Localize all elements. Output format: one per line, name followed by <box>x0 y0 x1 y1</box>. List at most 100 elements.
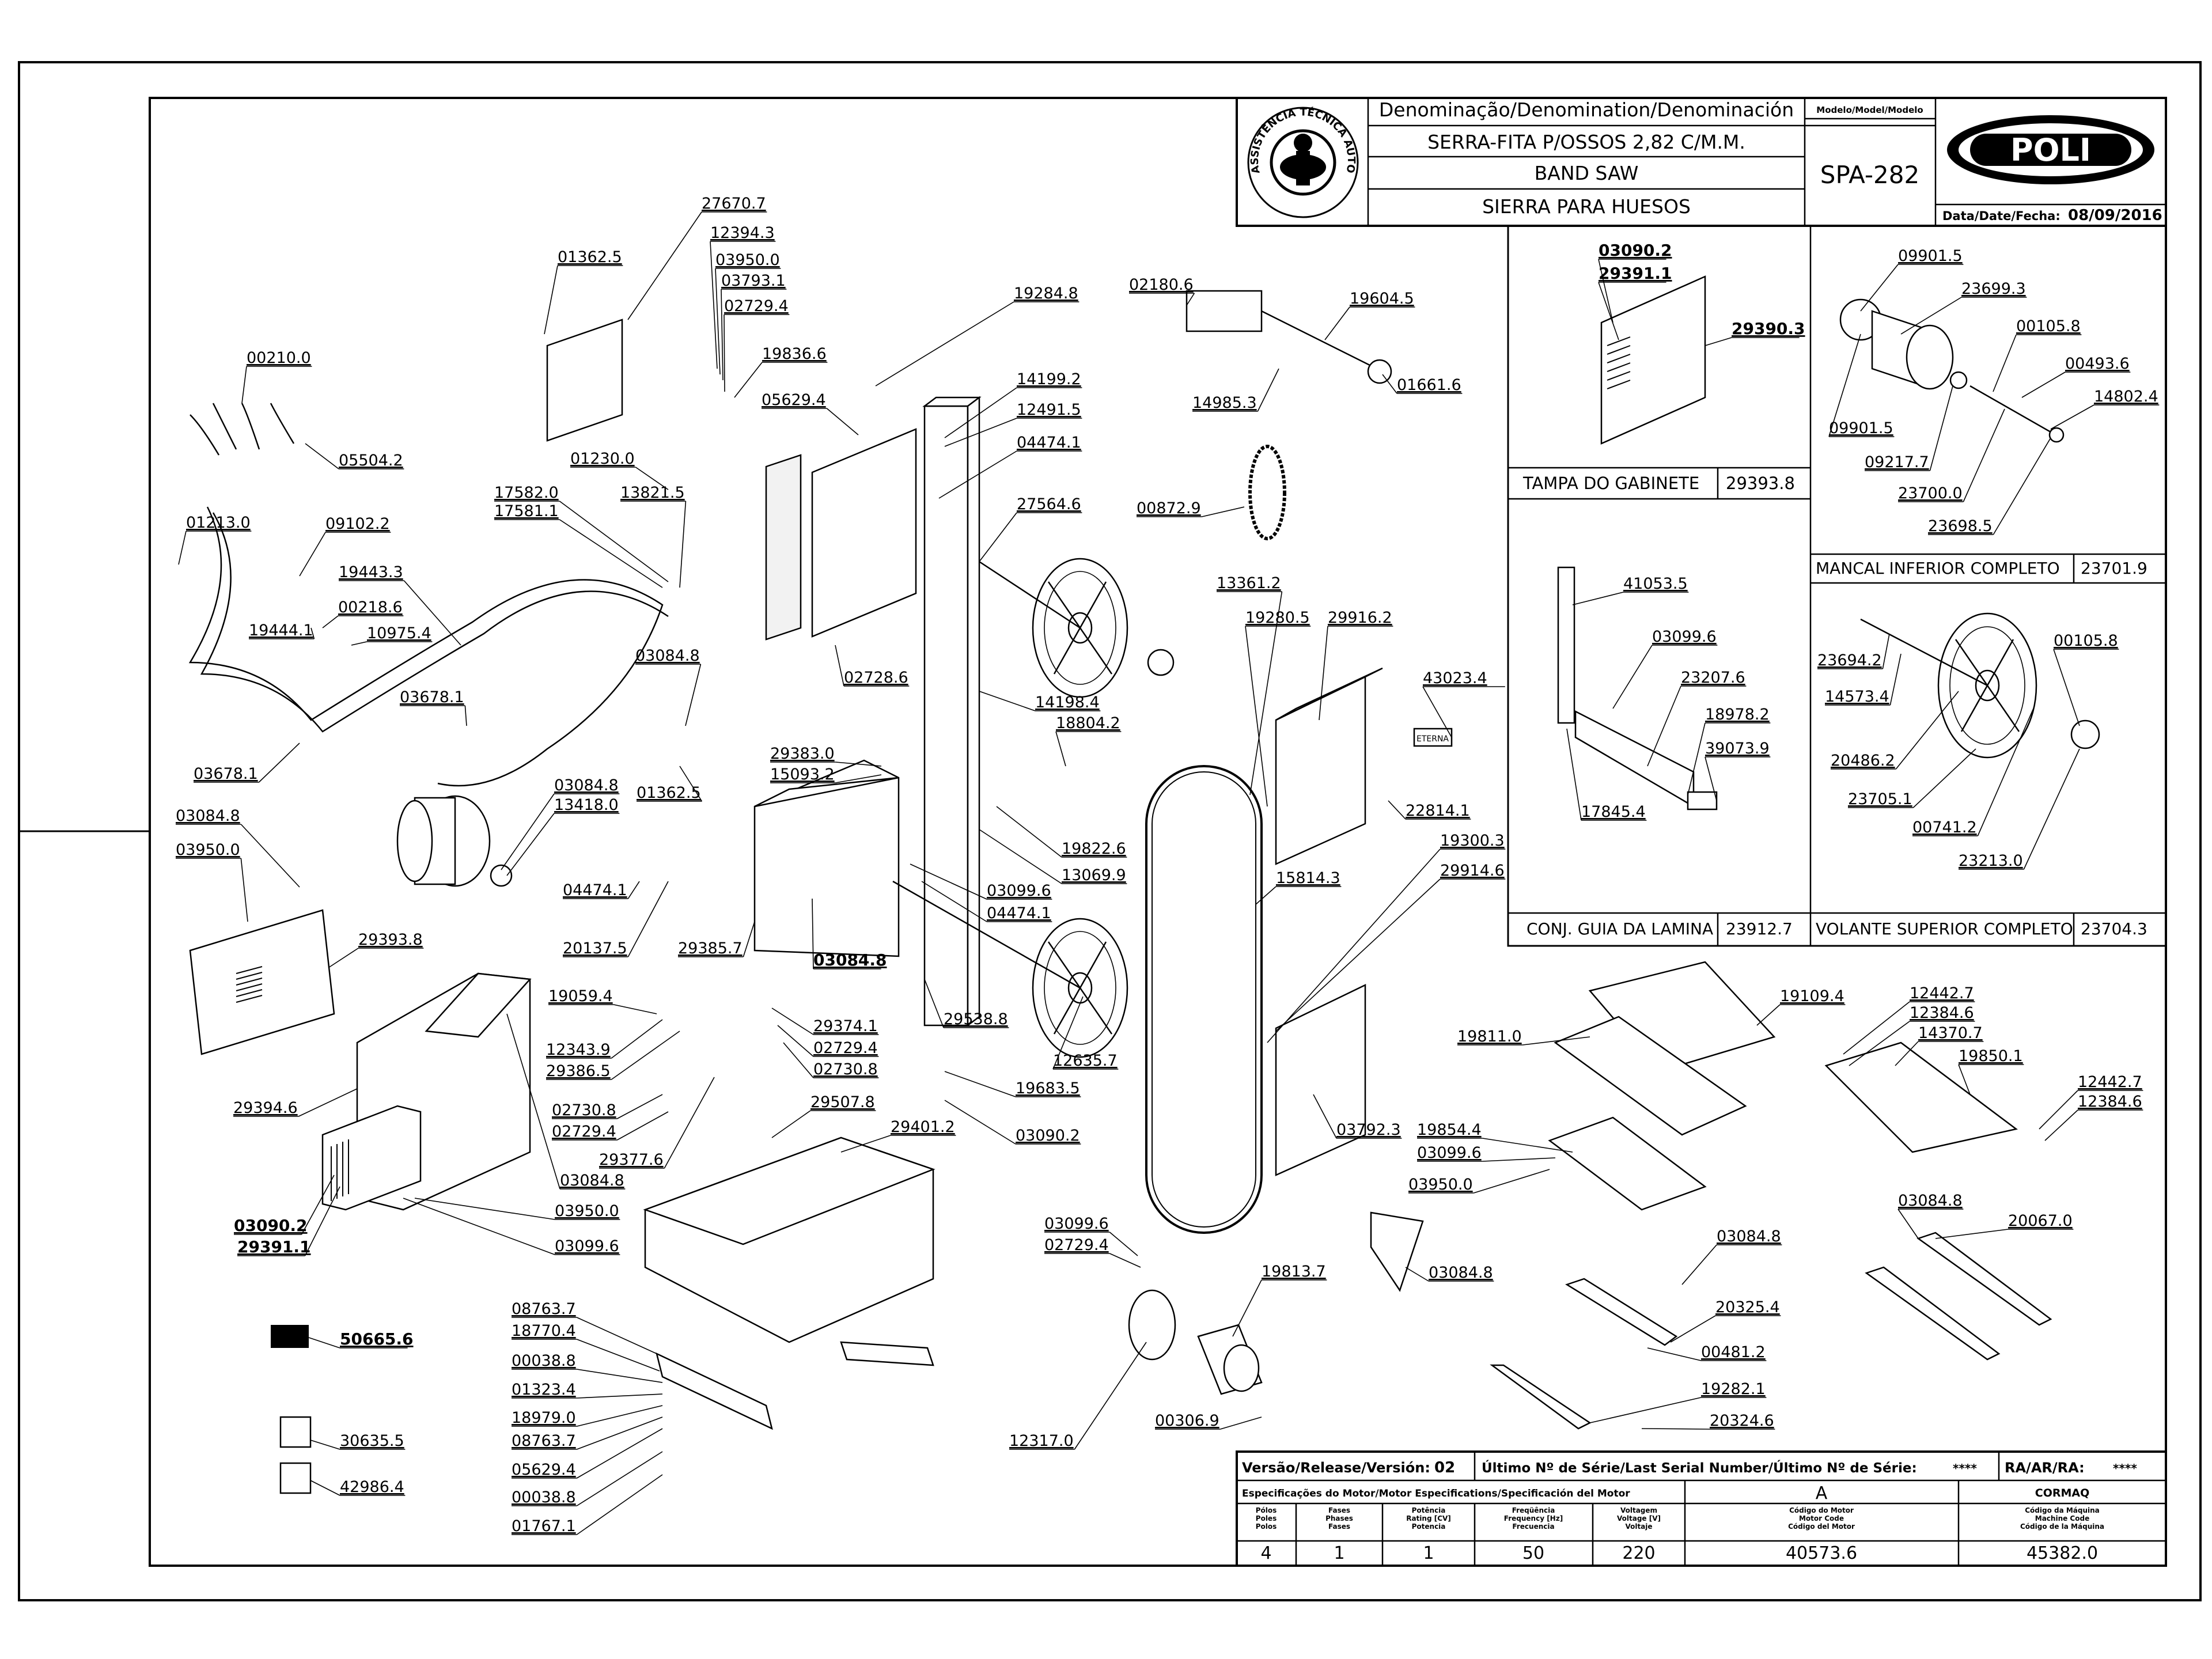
version-label: Versão/Release/Versión: <box>1242 1460 1430 1476</box>
leader-line <box>1186 293 1195 306</box>
leader-line <box>1055 731 1066 767</box>
part-label-19109-4: 19109.4 <box>1780 987 1844 1005</box>
part-label-01213-0: 01213.0 <box>186 514 251 532</box>
leader-line <box>403 1198 555 1255</box>
part-label-19284-8: 19284.8 <box>1014 285 1078 302</box>
leader-line <box>617 1094 663 1119</box>
part-label-17845-4: 17845.4 <box>1581 803 1646 821</box>
leader-line <box>627 211 702 320</box>
cabinet-cover-title: TAMPA DO GABINETE <box>1522 474 1699 493</box>
leader-line <box>944 418 1017 447</box>
leader-line <box>559 501 669 582</box>
part-label-23700-0: 23700.0 <box>1898 484 1963 502</box>
part-label-03099-6: 03099.6 <box>987 882 1051 900</box>
power-value: 1 <box>1423 1543 1434 1563</box>
part-label-03099-6: 03099.6 <box>1417 1144 1482 1162</box>
leader-line <box>1232 1279 1262 1337</box>
part-label-02730-8: 02730.8 <box>552 1101 616 1119</box>
leader-line <box>679 766 703 802</box>
leader-line <box>835 762 882 767</box>
lower-bearing-title: MANCAL INFERIOR COMPLETO <box>1816 559 2060 578</box>
part-label-00105-8: 00105.8 <box>2016 317 2081 335</box>
leader-line <box>1993 334 2017 392</box>
leader-line <box>304 1186 340 1256</box>
ra-value: **** <box>2113 1461 2137 1475</box>
leader-line <box>840 1135 891 1153</box>
leader-line <box>576 1428 663 1479</box>
part-label-29507-8: 29507.8 <box>810 1093 875 1111</box>
part-label-02729-4: 02729.4 <box>724 297 789 315</box>
part-label-00105-8: 00105.8 <box>2054 632 2118 650</box>
leader-line <box>241 366 247 404</box>
leader-line <box>1589 1397 1702 1423</box>
part-label-17582-0: 17582.0 <box>494 484 559 502</box>
part-label-19443-3: 19443.3 <box>339 563 403 581</box>
leader-line <box>1482 1138 1573 1153</box>
leader-line <box>721 289 724 381</box>
leader-line <box>2023 748 2080 870</box>
part-label-03084-8: 03084.8 <box>635 647 700 665</box>
part-label-23698-5: 23698.5 <box>1928 517 1993 535</box>
upper-wheel-title: VOLANTE SUPERIOR COMPLETO <box>1816 919 2073 938</box>
part-label-19444-1: 19444.1 <box>249 622 313 639</box>
leader-line <box>544 265 558 335</box>
version-value: 02 <box>1434 1459 1455 1476</box>
part-label-01661-6: 01661.6 <box>1397 376 1461 394</box>
part-label-03099-6: 03099.6 <box>1652 628 1717 646</box>
leader-line <box>617 1111 669 1141</box>
part-label-19813-7: 19813.7 <box>1262 1263 1326 1281</box>
leader-line <box>464 705 467 726</box>
leader-line <box>2050 404 2094 430</box>
seal-text: ASSISTÊNCIA TÉCNICA AUTORIZADA <box>0 0 1357 175</box>
leader-line <box>875 301 1014 387</box>
leader-line <box>576 1451 663 1506</box>
part-label-50665-6: 50665.6 <box>340 1330 414 1349</box>
leader-line <box>1929 385 1953 471</box>
leader-line <box>1257 368 1279 412</box>
leader-line <box>611 1031 680 1080</box>
leader-line <box>1313 1094 1337 1139</box>
outer-border <box>18 61 2202 1601</box>
part-label-02728-6: 02728.6 <box>844 669 908 687</box>
part-label-13418-0: 13418.0 <box>554 796 619 814</box>
leader-line <box>577 1416 663 1450</box>
motor-spec-label: Especificações do Motor/Motor Especifica… <box>1242 1488 1630 1499</box>
part-label-18978-2: 18978.2 <box>1705 706 1770 724</box>
part-label-19854-4: 19854.4 <box>1417 1121 1482 1139</box>
leader-line <box>627 881 640 899</box>
part-label-02729-4: 02729.4 <box>1044 1236 1109 1254</box>
part-label-19822-6: 19822.6 <box>1062 840 1126 858</box>
leader-line <box>577 1393 663 1399</box>
leader-line <box>979 512 1017 562</box>
leader-line <box>1598 282 1619 340</box>
part-label-19059-4: 19059.4 <box>548 987 613 1005</box>
machine-name-en: BAND SAW <box>1535 162 1639 184</box>
part-label-01362-5: 01362.5 <box>637 784 701 802</box>
leader-line <box>1422 686 1452 738</box>
ra-label: RA/AR/RA: <box>2005 1460 2085 1476</box>
leader-line <box>835 645 844 687</box>
part-label-02729-4: 02729.4 <box>552 1123 616 1141</box>
part-label-03090-2: 03090.2 <box>1599 241 1672 260</box>
part-label-15814-3: 15814.3 <box>1276 869 1340 887</box>
part-label-01362-5: 01362.5 <box>558 248 622 266</box>
leader-line <box>240 824 300 888</box>
leader-line <box>627 881 669 957</box>
part-label-04474-1: 04474.1 <box>563 881 627 899</box>
part-label-29538-8: 29538.8 <box>944 1010 1008 1028</box>
leader-line <box>1935 1229 2009 1239</box>
part-label-20486-2: 20486.2 <box>1831 752 1895 770</box>
leader-line <box>1612 645 1653 709</box>
eterna-mark-text: ETERNA <box>1416 734 1449 744</box>
leader-line <box>2044 1109 2078 1141</box>
serial-value: **** <box>1953 1461 1977 1475</box>
leader-line <box>240 858 248 922</box>
leader-line <box>2039 1090 2078 1130</box>
part-label-19300-3: 19300.3 <box>1440 832 1505 850</box>
part-label-22814-1: 22814.1 <box>1406 802 1470 820</box>
leader-line <box>1849 1021 1910 1066</box>
part-label-03084-8: 03084.8 <box>554 777 619 794</box>
part-label-00493-6: 00493.6 <box>2065 355 2130 373</box>
